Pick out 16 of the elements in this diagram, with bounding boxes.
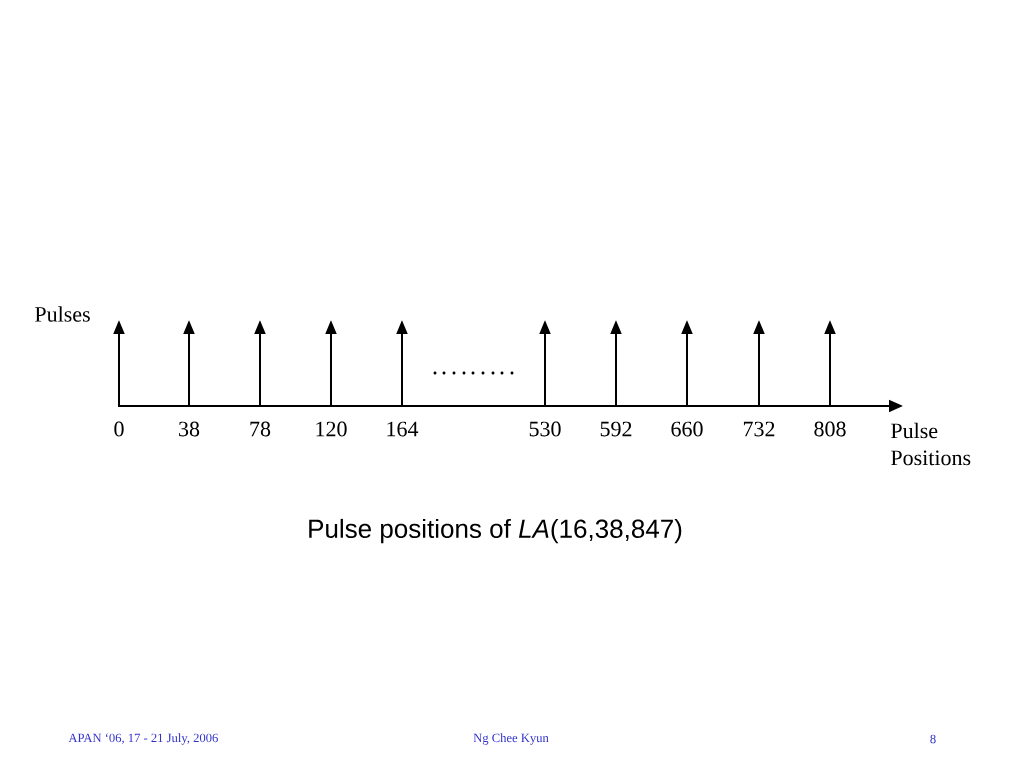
page-number: 8 bbox=[930, 734, 936, 744]
axis-label: Pulse Positions bbox=[891, 422, 971, 466]
footer-text: Ng Chee Kyun bbox=[473, 733, 549, 745]
tick-label: 732 bbox=[743, 421, 775, 437]
tick-label: 38 bbox=[179, 421, 200, 437]
caption: Pulse positions of LA(16,38,847) bbox=[309, 518, 682, 544]
tick-label: 530 bbox=[529, 421, 561, 437]
tick-label: 78 bbox=[250, 421, 271, 437]
tick-label: 0 bbox=[114, 421, 124, 437]
tick-label: 660 bbox=[671, 421, 703, 437]
tick-label: 120 bbox=[316, 421, 347, 437]
tick-label: 164 bbox=[387, 421, 419, 437]
tick-label: 808 bbox=[814, 421, 846, 437]
footer-text: APAN ‘06, 17 - 21 July, 2006 bbox=[68, 733, 218, 745]
tick-label: 592 bbox=[600, 421, 632, 437]
axis-label: Pulses bbox=[35, 306, 90, 322]
